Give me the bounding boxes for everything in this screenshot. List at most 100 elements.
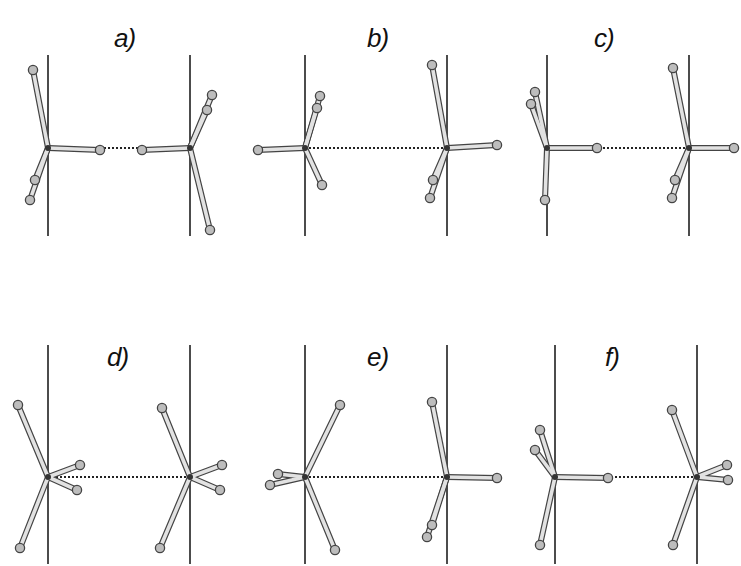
atom-ball xyxy=(28,65,37,74)
bond-stick xyxy=(190,95,212,148)
bond-stick xyxy=(305,108,317,148)
bond-stick xyxy=(672,410,697,477)
atom-ball xyxy=(729,143,738,152)
atom-ball xyxy=(535,540,544,549)
bond-stick xyxy=(18,405,48,477)
bond-stick xyxy=(432,65,447,148)
bond-stick xyxy=(305,477,335,550)
bond-stick xyxy=(672,148,689,198)
atom-ball xyxy=(530,445,539,454)
bond-stick xyxy=(689,146,734,150)
bond-stick xyxy=(305,405,340,477)
center-atom xyxy=(544,145,550,151)
bond-stick xyxy=(190,95,212,148)
bond-stick xyxy=(33,70,48,148)
atom-ball xyxy=(723,475,732,484)
atom-ball xyxy=(335,400,344,409)
atom-ball xyxy=(207,90,216,99)
bond-stick xyxy=(142,148,190,150)
bond-stick xyxy=(447,477,497,478)
atom-ball xyxy=(425,193,434,202)
surface-line xyxy=(446,345,448,564)
atom-ball xyxy=(668,63,677,72)
bond-stick xyxy=(555,477,608,478)
bond-stick xyxy=(540,477,555,545)
bond-stick xyxy=(447,145,497,148)
center-atom xyxy=(45,474,51,480)
panel-figure xyxy=(13,345,226,564)
center-atom xyxy=(552,474,558,480)
center-atom xyxy=(694,474,700,480)
atom-ball xyxy=(13,400,22,409)
atom-ball xyxy=(95,145,104,154)
bond-stick xyxy=(672,148,689,198)
center-atom xyxy=(302,145,308,151)
atom-ball xyxy=(265,480,274,489)
atom-ball xyxy=(668,540,677,549)
bond-stick xyxy=(48,148,100,150)
center-atom xyxy=(187,474,193,480)
atom-ball xyxy=(530,87,539,96)
bond-stick xyxy=(30,148,48,200)
bond-stick xyxy=(432,402,447,477)
atom-ball xyxy=(25,195,34,204)
atom-ball xyxy=(540,195,549,204)
bond-stick xyxy=(190,148,210,230)
atom-ball xyxy=(492,140,501,149)
center-atom xyxy=(45,145,51,151)
bond-stick xyxy=(162,408,190,477)
surface-line xyxy=(554,345,556,564)
bond-stick xyxy=(432,402,447,477)
bond-stick xyxy=(258,148,305,150)
surface-line xyxy=(189,345,191,564)
bond-stick xyxy=(258,148,305,150)
atom-ball xyxy=(722,460,731,469)
bond-stick xyxy=(427,477,447,537)
center-atom xyxy=(302,474,308,480)
bond-stick xyxy=(689,145,734,151)
panel-label: c) xyxy=(594,25,614,51)
bond-stick xyxy=(673,477,697,545)
atom-ball xyxy=(422,532,431,541)
atom-ball xyxy=(427,397,436,406)
atom-ball xyxy=(427,60,436,69)
bond-stick xyxy=(545,148,547,200)
bond-stick xyxy=(305,477,335,550)
atom-ball xyxy=(157,403,166,412)
dotted-axis xyxy=(48,476,190,478)
bond-stick xyxy=(672,410,697,477)
bond-stick xyxy=(305,148,322,185)
panel-figure xyxy=(25,55,216,236)
bond-stick xyxy=(427,477,447,537)
atom-ball xyxy=(155,543,164,552)
bond-stick xyxy=(190,110,207,148)
atom-ball xyxy=(330,545,339,554)
bond-stick xyxy=(547,146,597,150)
surface-line xyxy=(304,345,306,564)
atom-ball xyxy=(72,485,81,494)
atom-ball xyxy=(30,175,39,184)
bond-stick xyxy=(547,145,597,151)
bond-stick xyxy=(20,477,48,548)
atom-ball xyxy=(428,175,437,184)
center-atom xyxy=(444,145,450,151)
atom-ball xyxy=(526,99,535,108)
bond-stick xyxy=(673,68,689,148)
atom-ball xyxy=(670,175,679,184)
bond-stick xyxy=(190,110,207,148)
atom-ball xyxy=(667,193,676,202)
atom-ball xyxy=(667,405,676,414)
atom-ball xyxy=(202,105,211,114)
bond-stick xyxy=(33,70,48,148)
atom-ball xyxy=(253,145,262,154)
bond-stick xyxy=(48,148,100,150)
panel-label: a) xyxy=(114,25,135,51)
panel-label: b) xyxy=(367,25,388,51)
atom-ball xyxy=(75,460,84,469)
atom-ball xyxy=(15,543,24,552)
bond-stick xyxy=(673,477,697,545)
bond-stick xyxy=(447,477,497,478)
bond-stick xyxy=(673,68,689,148)
bond-stick xyxy=(160,477,190,548)
panel-figure xyxy=(265,345,501,564)
